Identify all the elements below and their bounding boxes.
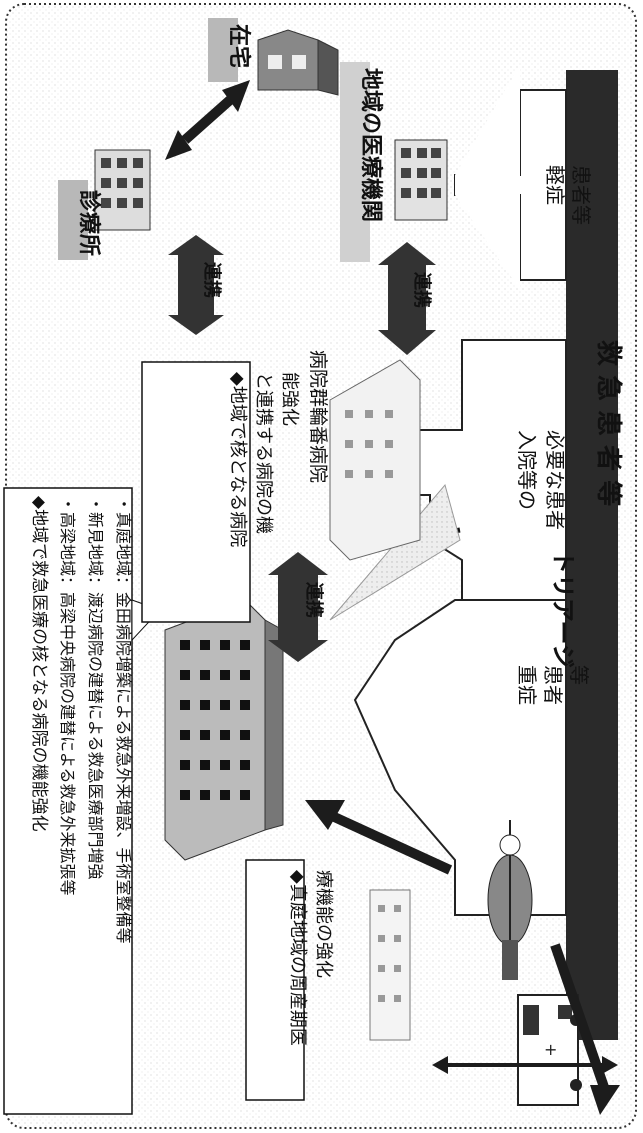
- core-hospital-item: ・高梁地域：高梁中央病院の建替による救急外来拡張等: [58, 496, 77, 896]
- clinic-building-icon: [94, 149, 151, 231]
- cooperation-badge-left: 連携: [201, 262, 223, 298]
- perinatal-callout-text: ◆真庭地域の周産期医療機能の強化: [287, 870, 334, 1046]
- triage-label-text: トリアージ: [549, 550, 577, 668]
- core-hospital-item-text: ・高梁地域：高梁中央病院の建替による救急外来拡張等: [58, 496, 77, 896]
- home-label-box: [208, 18, 238, 82]
- core-hospital-item: ・新見地域：渡辺病院の建替による救急医療部門増強: [86, 496, 105, 880]
- emergency-patients-bar: [566, 70, 618, 1040]
- cooperation-badge-top: 連携: [303, 582, 325, 618]
- cooperation-badge-right: 連携: [411, 272, 433, 308]
- core-hospital-building-icon: [164, 599, 284, 861]
- cooperation-badge-right-text: 連携: [411, 272, 433, 308]
- ambulance-icon: +: [517, 994, 582, 1106]
- perinatal-double-arrow: [432, 1056, 618, 1074]
- home-label: 在宅: [226, 24, 252, 68]
- helicopter-icon: [487, 820, 533, 980]
- mild-patients-label-text: 軽症患者等: [543, 165, 593, 225]
- partner-hospital-callout-text: ◆地域で核となる病院と連携する病院の機能強化: [227, 372, 300, 547]
- labels-layer: 在宅診療所 地域の医療機関病院群輪番病院トリアージ 救 急 患 者 等 軽症患者等入院…: [29, 24, 624, 1046]
- emergency-patients-label: 救 急 患 者 等: [593, 340, 624, 506]
- triage-fan: [329, 483, 461, 621]
- perinatal-hospital-building-icon: [369, 889, 411, 1041]
- clinic-label-box: [58, 180, 88, 260]
- partner-hospital-callout-box: [141, 361, 251, 623]
- clinic-label-text: 診療所: [76, 190, 102, 256]
- rotation-hospital-label: 病院群輪番病院: [307, 350, 329, 483]
- inpatient-needed-label-text: 入院等の必要な患者: [515, 430, 567, 530]
- core-hospital-item: ・真庭地域：金田病院増築による救急外来増設、手術室整備等: [114, 496, 133, 944]
- regional-institutions-label: 地域の医療機関: [358, 68, 384, 222]
- core-hospital-item-text: ・新見地域：渡辺病院の建替による救急医療部門増強: [86, 496, 105, 880]
- home-label-text: 在宅: [226, 24, 252, 68]
- clinic-core-arrow: [168, 235, 224, 335]
- cooperation-badge-left-text: 連携: [201, 262, 223, 298]
- cooperation-badge-top-text: 連携: [303, 582, 325, 618]
- mild-patients-label: 軽症患者等: [543, 165, 593, 225]
- home-building-icon: [257, 29, 339, 96]
- clinic-label: 診療所: [76, 190, 102, 256]
- svg-text:+: +: [544, 1040, 557, 1059]
- core-rotation-link-arrow: [268, 552, 328, 662]
- triage-label: トリアージ: [549, 550, 577, 668]
- regional-institution-building-icon: [394, 139, 448, 221]
- regional-institutions-label-text: 地域の医療機関: [358, 68, 384, 222]
- perinatal-callout-box: [245, 859, 305, 1101]
- perinatal-callout: ◆真庭地域の周産期医療機能の強化: [287, 870, 334, 1046]
- partner-hospital-callout: ◆地域で核となる病院と連携する病院の機能強化: [227, 372, 300, 547]
- severe-patients-label-text: 重症患者等: [515, 665, 591, 705]
- home-clinic-arrow: [165, 80, 250, 160]
- rotation-hospital-building-icon: [329, 359, 421, 561]
- core-hospital-callout-box: [3, 487, 133, 1115]
- regional-institutions-label-box: [340, 62, 370, 262]
- mild-patients-arrow-head: [455, 65, 520, 290]
- emergency-patients-label-text: 救 急 患 者 等: [593, 340, 624, 506]
- core-hospital-title-text: ◆地域で救急医療の核となる病院の機能強化: [29, 496, 49, 832]
- inpatient-needed-label: 入院等の必要な患者: [515, 430, 567, 530]
- core-hospital-title: ◆地域で救急医療の核となる病院の機能強化: [29, 496, 49, 832]
- regional-link-arrow: [378, 242, 436, 355]
- rotation-hospital-label-text: 病院群輪番病院: [307, 350, 329, 483]
- severe-patients-label: 重症患者等: [515, 665, 591, 705]
- helicopter-core-arrow: [305, 800, 453, 875]
- core-hospital-item-text: ・真庭地域：金田病院増築による救急外来増設、手術室整備等: [114, 496, 133, 944]
